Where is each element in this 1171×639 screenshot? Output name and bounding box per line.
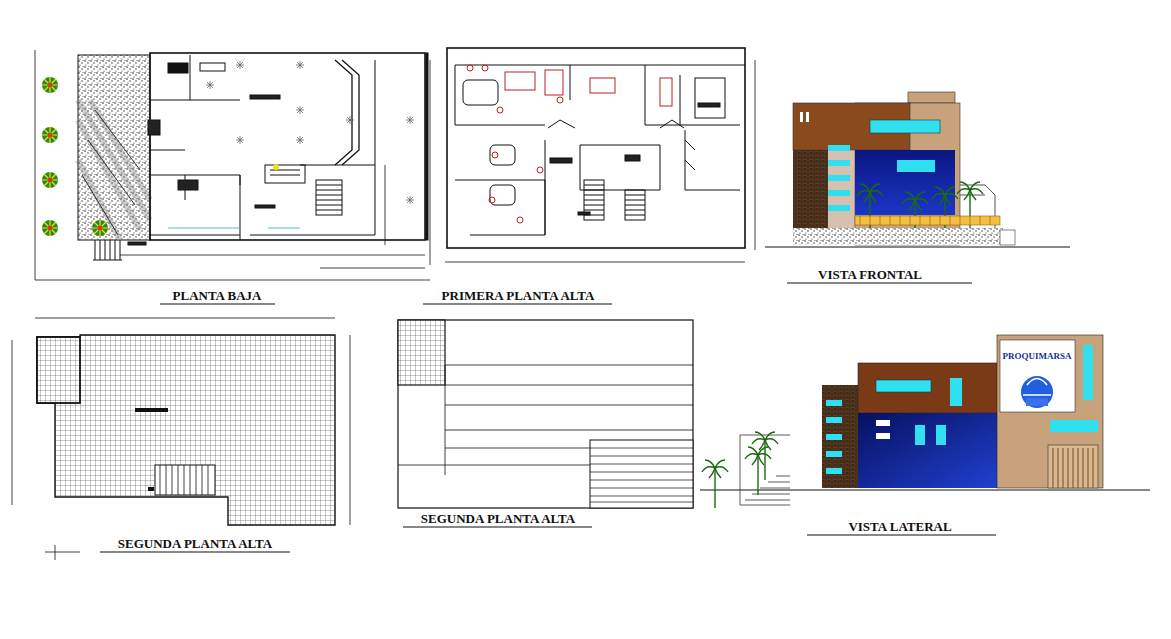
plan-title: PRIMERA PLANTA ALTA — [442, 289, 595, 303]
plan-title: SEGUNDA PLANTA ALTA — [118, 537, 272, 551]
elevation-title: VISTA FRONTAL — [818, 268, 922, 282]
plan-title: PLANTA BAJA — [173, 289, 262, 303]
logo-text: PROQUIMARSA — [1003, 352, 1072, 362]
elevation-title: VISTA LATERAL — [848, 520, 951, 534]
plan-title: SEGUNDA PLANTA ALTA — [421, 512, 575, 526]
